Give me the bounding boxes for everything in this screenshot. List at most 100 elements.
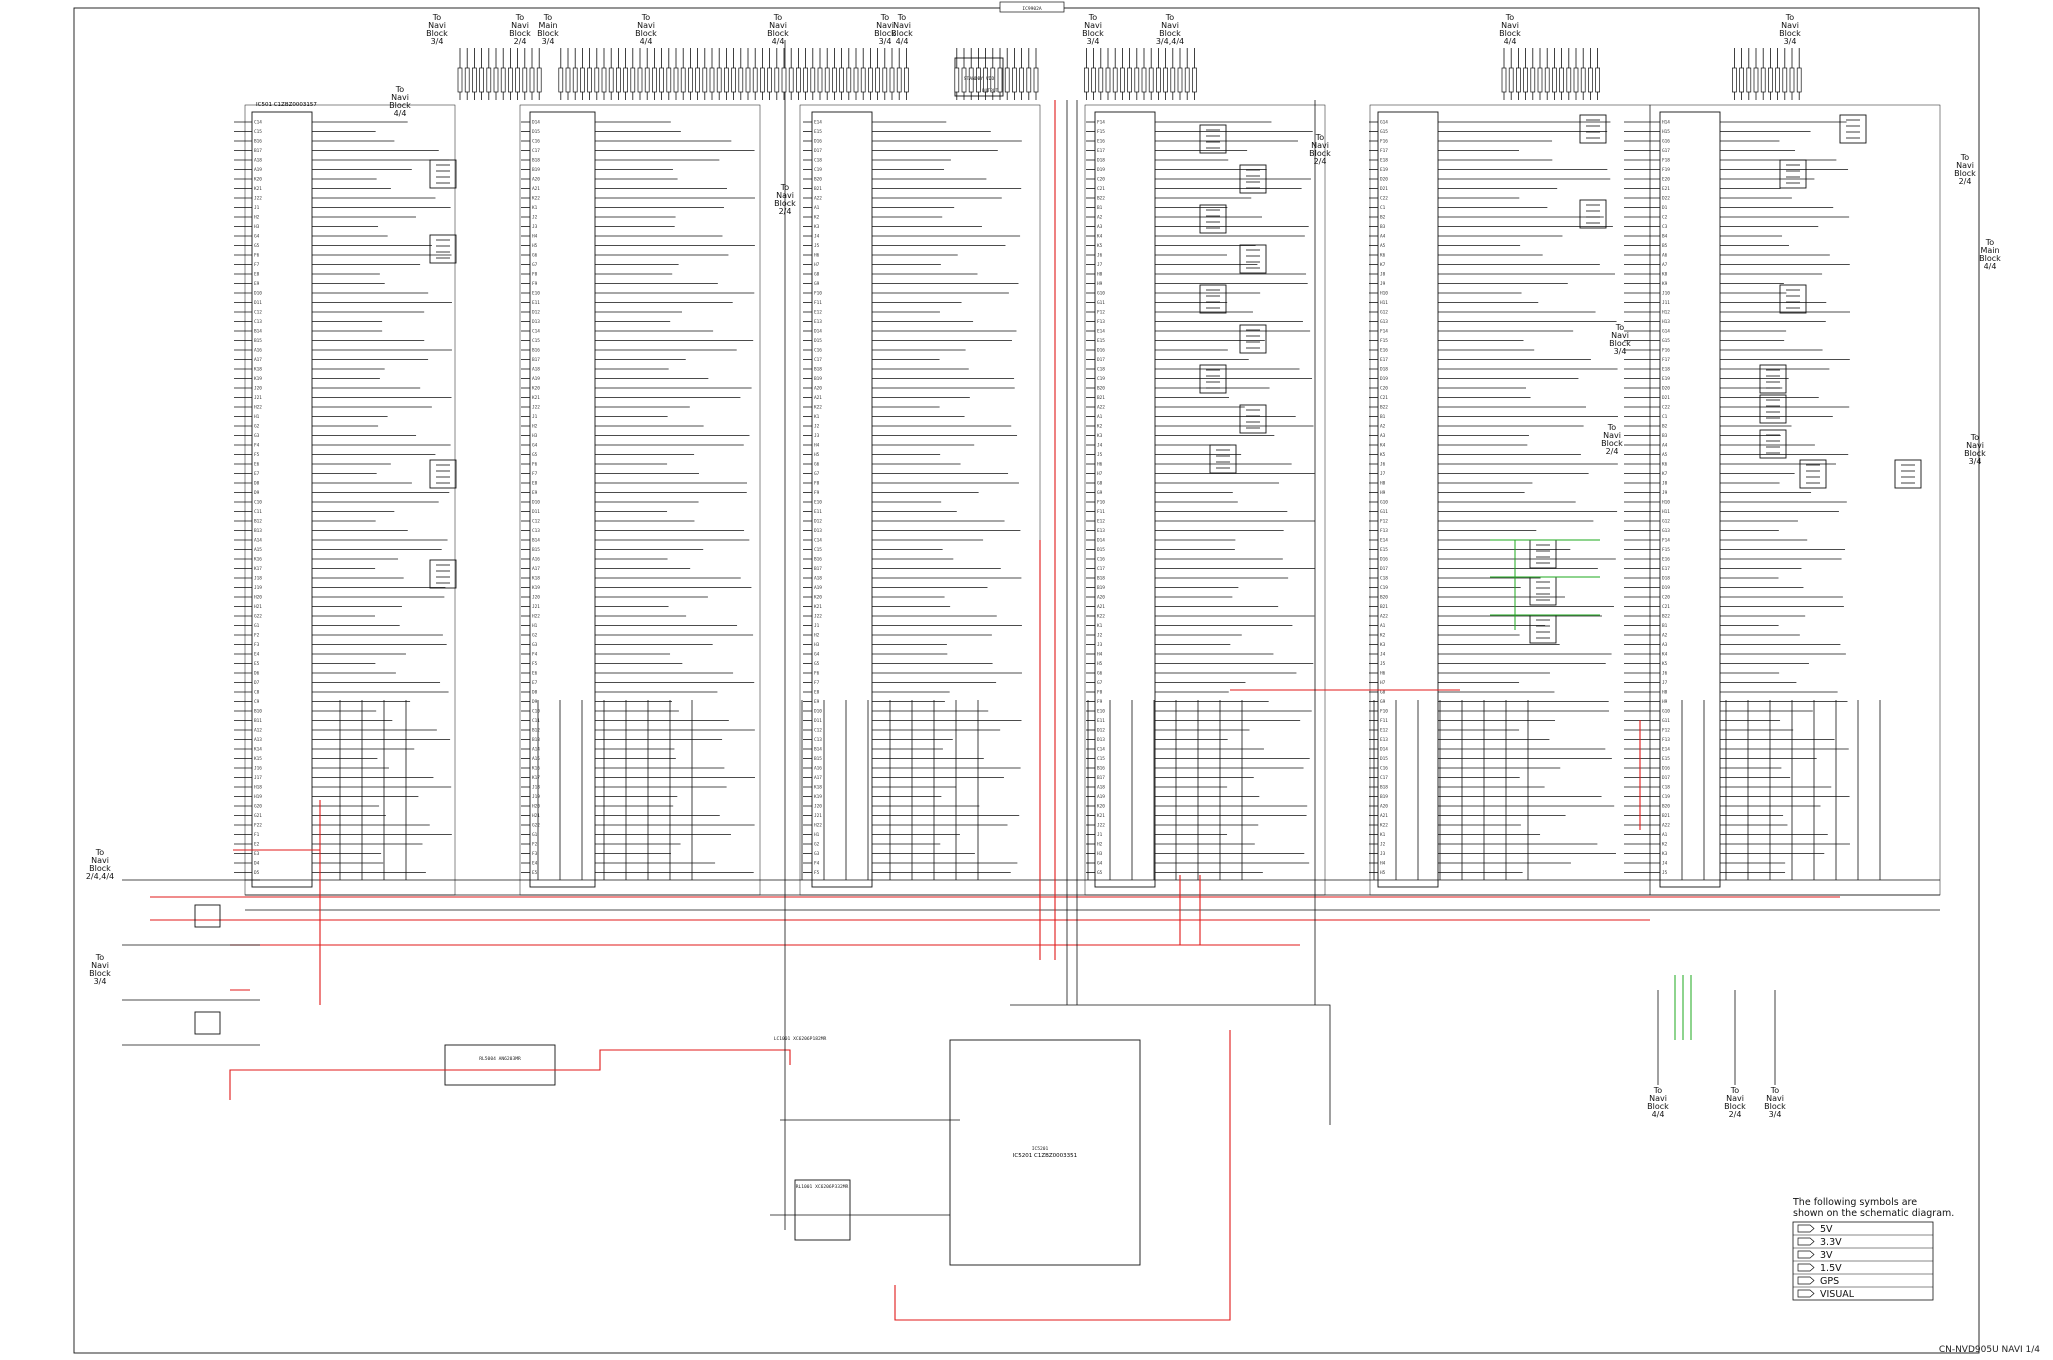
svg-text:H5: H5 (1380, 870, 1386, 876)
svg-text:B12: B12 (254, 519, 262, 525)
svg-text:B10: B10 (254, 709, 262, 715)
svg-text:J3: J3 (1380, 851, 1386, 857)
svg-text:B22: B22 (1380, 405, 1388, 411)
reg-lc-label: LC1001 XC6206P182MR (774, 1036, 827, 1042)
svg-text:E14: E14 (1380, 538, 1388, 544)
svg-text:F15: F15 (1097, 129, 1105, 135)
svg-text:C22: C22 (1380, 196, 1388, 202)
svg-text:G4: G4 (532, 443, 538, 449)
legend-label-4: GPS (1820, 1276, 1839, 1287)
svg-text:A3: A3 (1380, 433, 1386, 439)
svg-text:D17: D17 (1380, 566, 1388, 572)
svg-text:K18: K18 (254, 367, 262, 373)
svg-text:K21: K21 (814, 604, 822, 610)
svg-text:J8: J8 (1380, 272, 1386, 278)
svg-text:B21: B21 (814, 186, 822, 192)
svg-text:D21: D21 (1662, 395, 1670, 401)
svg-text:E13: E13 (814, 319, 822, 325)
svg-text:K6: K6 (1662, 462, 1668, 468)
svg-text:A12: A12 (254, 728, 262, 734)
svg-text:B12: B12 (532, 728, 540, 734)
svg-text:G3: G3 (532, 642, 538, 648)
svg-text:E15: E15 (1662, 756, 1670, 762)
regulator-clock (794, 1179, 851, 1241)
svg-text:H21: H21 (254, 604, 262, 610)
reg-bottom-label: RL5004 AN6203MR (479, 1056, 521, 1062)
svg-text:C16: C16 (532, 139, 540, 145)
svg-text:D21: D21 (1380, 186, 1388, 192)
svg-text:J8: J8 (1662, 481, 1668, 487)
svg-text:A15: A15 (254, 547, 262, 553)
svg-text:A21: A21 (1097, 604, 1105, 610)
svg-text:C1: C1 (1662, 414, 1668, 420)
svg-text:D14: D14 (532, 120, 540, 126)
svg-text:A22: A22 (814, 196, 822, 202)
svg-text:A21: A21 (814, 395, 822, 401)
svg-text:G8: G8 (1097, 481, 1103, 487)
svg-text:F13: F13 (1662, 737, 1670, 743)
svg-text:B18: B18 (1380, 785, 1388, 791)
svg-text:A20: A20 (532, 177, 540, 183)
svg-text:A5: A5 (1662, 452, 1668, 458)
reg-clock-label: RL1001 XC6206P332MR (796, 1184, 849, 1190)
svg-text:K3: K3 (814, 224, 820, 230)
svg-text:E10: E10 (1097, 709, 1105, 715)
svg-text:A17: A17 (814, 775, 822, 781)
svg-text:J22: J22 (1097, 823, 1105, 829)
svg-text:F2: F2 (254, 633, 260, 639)
svg-text:J1: J1 (1097, 832, 1103, 838)
svg-text:D17: D17 (1662, 775, 1670, 781)
svg-text:F4: F4 (532, 652, 538, 658)
svg-text:J7: J7 (1662, 680, 1668, 686)
svg-text:C15: C15 (254, 129, 262, 135)
svg-text:E21: E21 (1662, 186, 1670, 192)
svg-text:J2: J2 (1097, 633, 1103, 639)
svg-text:D1: D1 (1662, 205, 1668, 211)
svg-text:J16: J16 (254, 766, 262, 772)
svg-text:D22: D22 (1662, 196, 1670, 202)
svg-text:F9: F9 (1097, 699, 1103, 705)
svg-text:B16: B16 (254, 139, 262, 145)
svg-text:H5: H5 (1097, 661, 1103, 667)
svg-text:C11: C11 (254, 509, 262, 515)
svg-text:C20: C20 (1662, 595, 1670, 601)
svg-text:F11: F11 (1380, 718, 1388, 724)
svg-text:D9: D9 (254, 490, 260, 496)
svg-text:G8: G8 (814, 272, 820, 278)
svg-text:D11: D11 (814, 718, 822, 724)
svg-text:F19: F19 (1662, 167, 1670, 173)
svg-text:J1: J1 (532, 414, 538, 420)
svg-text:A18: A18 (254, 158, 262, 164)
svg-text:C16: C16 (1097, 557, 1105, 563)
svg-text:H10: H10 (1380, 291, 1388, 297)
svg-text:H15: H15 (1662, 129, 1670, 135)
svg-text:K20: K20 (814, 595, 822, 601)
svg-text:K18: K18 (532, 576, 540, 582)
svg-text:H20: H20 (254, 595, 262, 601)
svg-text:A3: A3 (1097, 224, 1103, 230)
svg-text:E11: E11 (1097, 718, 1105, 724)
svg-text:K22: K22 (1380, 823, 1388, 829)
svg-text:H18: H18 (254, 785, 262, 791)
svg-text:K7: K7 (1380, 262, 1386, 268)
svg-text:H7: H7 (814, 262, 820, 268)
svg-text:G22: G22 (254, 614, 262, 620)
svg-text:G13: G13 (1662, 528, 1670, 534)
svg-text:C12: C12 (532, 519, 540, 525)
ic501-label: IC501 C1ZBZ0003157 (256, 102, 317, 108)
svg-text:J4: J4 (1662, 861, 1668, 867)
top-connectors (457, 48, 1802, 100)
svg-text:D16: D16 (814, 139, 822, 145)
svg-text:H3: H3 (254, 224, 260, 230)
svg-text:F12: F12 (1097, 310, 1105, 316)
svg-text:A19: A19 (1097, 794, 1105, 800)
svg-text:J2: J2 (532, 215, 538, 221)
svg-text:H2: H2 (532, 424, 538, 430)
sheet-footer: CN-NVD905U NAVI 1/4 (1939, 1345, 2040, 1355)
